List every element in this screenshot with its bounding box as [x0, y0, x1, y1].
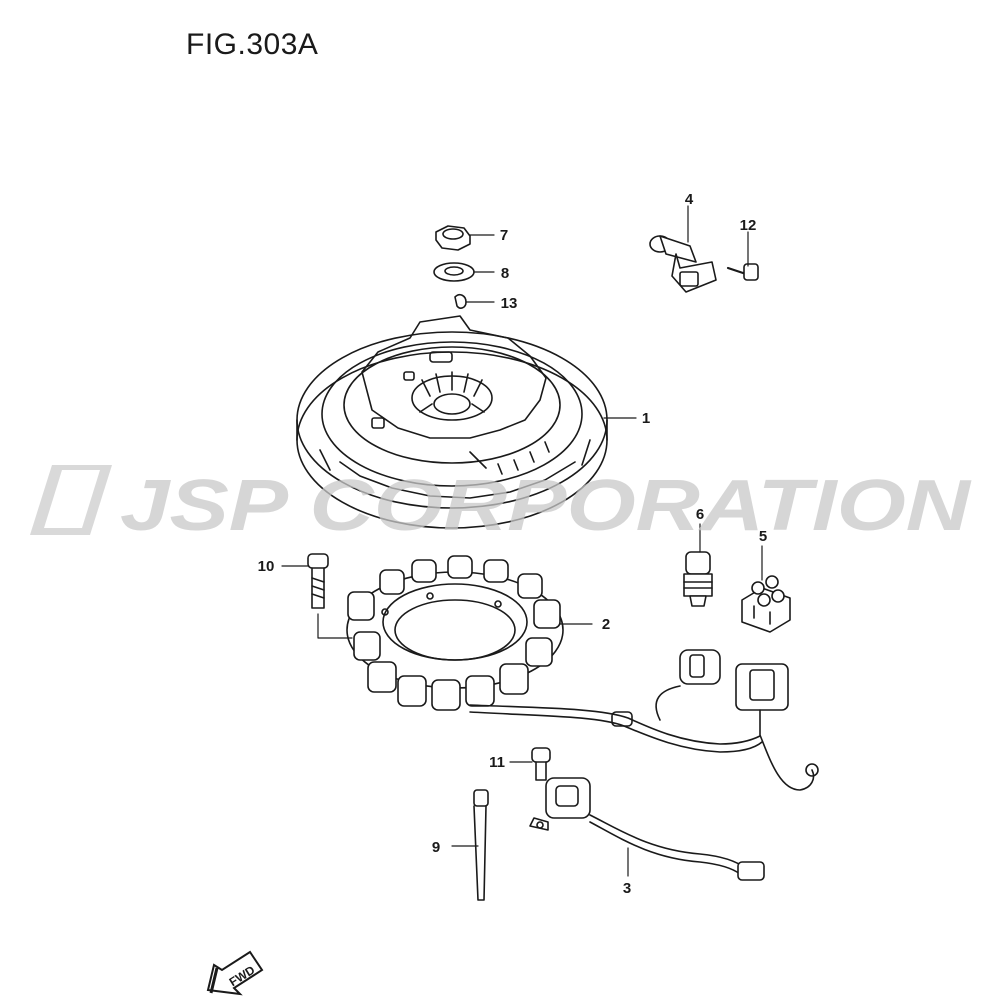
- figure-title: FIG.303A: [186, 28, 319, 61]
- cable-tie: [473, 789, 489, 901]
- watermark: JSP CORPORATION: [30, 465, 972, 546]
- callout-2: 2: [602, 616, 610, 633]
- pulser-bolt: [531, 747, 551, 781]
- watermark-text: JSP CORPORATION: [120, 466, 972, 546]
- callout-3: 3: [623, 880, 631, 897]
- stator-bolt: [307, 553, 329, 609]
- woodruff-key: [454, 294, 467, 309]
- fwd-arrow: FWD: [206, 950, 264, 996]
- nut: [435, 225, 471, 251]
- callout-5: 5: [759, 528, 767, 545]
- callout-12: 12: [740, 217, 757, 234]
- washer: [433, 262, 475, 282]
- callout-11: 11: [489, 754, 505, 771]
- sensor-bolt: [726, 263, 759, 281]
- callout-13: 13: [501, 295, 518, 312]
- callout-4: 4: [685, 191, 694, 208]
- stator-coils: [347, 555, 561, 711]
- callout-6: 6: [696, 506, 704, 523]
- coupler-connector: [741, 575, 791, 633]
- callout-8: 8: [501, 265, 509, 282]
- cap-plug: [683, 551, 713, 607]
- leader-lines: [281, 205, 763, 877]
- callout-1: 1: [642, 410, 650, 427]
- flywheel-rotor: [296, 315, 608, 529]
- callout-10: 10: [258, 558, 275, 575]
- callout-9: 9: [432, 839, 440, 856]
- callout-numbers: 1 2 3 4 5 6 7 8 9 10 11 12 13: [258, 191, 768, 897]
- stator: [346, 555, 819, 791]
- pulser-coil: [529, 777, 765, 881]
- callout-7: 7: [500, 227, 508, 244]
- crank-sensor: [649, 235, 717, 293]
